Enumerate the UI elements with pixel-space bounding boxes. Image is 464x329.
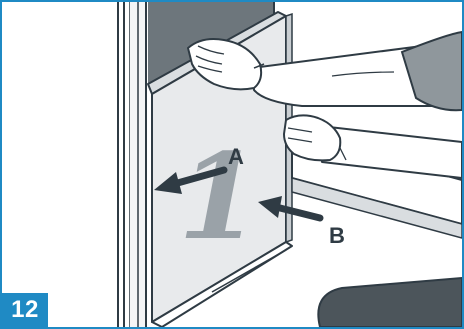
step-number-badge: 12 bbox=[2, 293, 48, 327]
callout-label-a: A bbox=[228, 144, 244, 169]
callout-label-b: B bbox=[329, 223, 345, 248]
dark-tray-object bbox=[318, 278, 462, 327]
door-edge-strip bbox=[130, 2, 146, 327]
appliance-side-wall bbox=[2, 2, 130, 327]
lower-gloved-hand bbox=[284, 115, 340, 160]
oven-door-illustration: 1 bbox=[2, 2, 462, 327]
panel-mark-1: 1 bbox=[178, 127, 260, 266]
